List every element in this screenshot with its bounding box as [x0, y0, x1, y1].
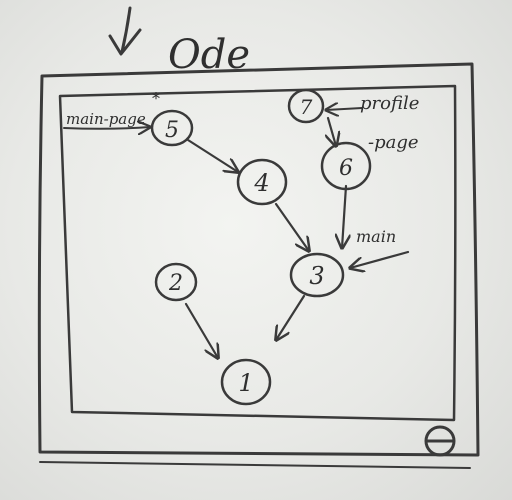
node-6: 6: [320, 141, 372, 191]
svg-text:2: 2: [168, 271, 183, 296]
edges: [184, 116, 346, 358]
pointer-profile-page-label: -page: [368, 132, 419, 153]
edge-7-6: [328, 116, 336, 146]
node-5: 5 *: [150, 89, 194, 147]
pointer-profile-label: profile: [360, 93, 419, 114]
inner-frame: [58, 84, 457, 422]
node-4: 4: [236, 158, 288, 206]
outer-frame: [37, 62, 480, 457]
node-7: 7: [287, 88, 325, 124]
svg-text:7: 7: [300, 95, 313, 119]
pointer-profile-arrow: [326, 108, 363, 110]
edge-3-1: [276, 294, 306, 340]
node-3: 3: [289, 252, 345, 298]
pointer-main-arrow: [350, 250, 410, 268]
svg-text:1: 1: [238, 369, 253, 397]
svg-text:6: 6: [339, 156, 353, 181]
edge-2-1: [184, 302, 218, 358]
tray-line: [39, 461, 471, 469]
edge-5-4: [186, 138, 238, 172]
pointer-main-page-arrow: [63, 127, 150, 129]
node-2: 2: [154, 262, 198, 302]
svg-text:5: 5: [165, 118, 179, 143]
svg-text:3: 3: [309, 262, 324, 290]
node-5-star: *: [152, 89, 160, 108]
svg-text:4: 4: [253, 169, 269, 197]
down-arrow-icon: [108, 6, 142, 56]
pointer-main-page-label: main-page: [66, 110, 146, 128]
edge-6-3: [342, 184, 346, 248]
node-1: 1: [220, 358, 272, 406]
minus-circle-icon: [424, 425, 456, 457]
edge-4-3: [274, 202, 309, 251]
pointer-main-label: main: [356, 227, 396, 246]
